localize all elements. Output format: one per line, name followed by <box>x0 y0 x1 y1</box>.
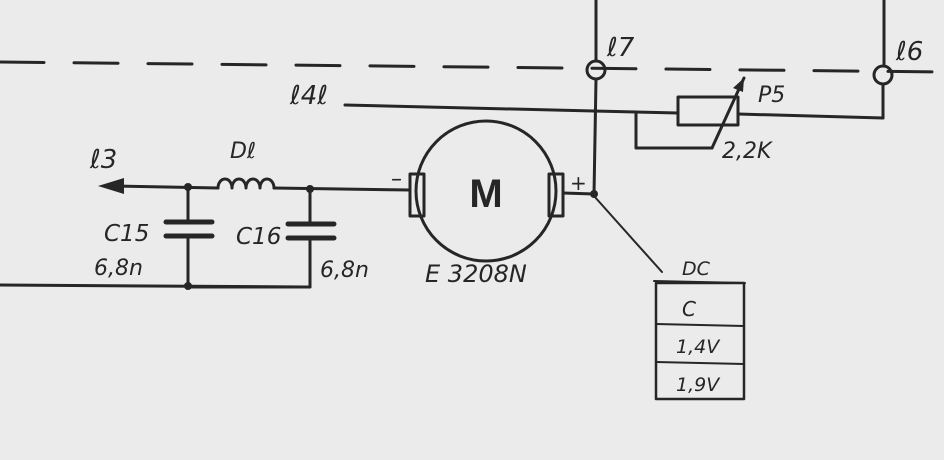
table-frame <box>654 281 746 401</box>
wire-l41 <box>343 103 596 113</box>
label-l3: ℓ3 <box>89 145 117 175</box>
table-row-divider-2 <box>655 361 745 365</box>
potentiometer-p5-body <box>676 95 740 127</box>
label-motor-minus: – <box>391 167 402 192</box>
table-row-divider-1 <box>655 323 745 327</box>
label-l6: ℓ6 <box>895 37 923 67</box>
terminal-l7 <box>585 59 607 81</box>
table-cell-2: 1,4V <box>676 336 721 358</box>
motor-brush-right <box>547 172 565 218</box>
label-c16-name: C16 <box>236 224 281 250</box>
wire-l3 <box>110 184 220 190</box>
motor-brush-left <box>408 172 426 218</box>
potentiometer-p5-arrowhead <box>733 78 744 92</box>
table-header: DC <box>682 258 711 280</box>
wire-choke-to-motor <box>272 186 412 192</box>
label-l41: ℓ4ℓ <box>289 81 328 111</box>
label-motor-plus: + <box>570 171 587 195</box>
wire-p5-bypass <box>634 110 714 150</box>
motor-body <box>414 119 558 263</box>
wire-l7-down <box>592 77 598 197</box>
table-leader-line <box>593 195 663 273</box>
table-cell-3: 1,9V <box>676 374 721 396</box>
label-p5-name: P5 <box>758 83 785 108</box>
dashed-boundary-line <box>0 60 944 74</box>
choke-dl <box>216 177 276 190</box>
terminal-l6 <box>872 64 894 86</box>
junction-motor-plus <box>590 190 598 198</box>
label-c16-value: 6,8n <box>320 258 369 283</box>
wire-p5-to-l6 <box>736 112 885 120</box>
wire-motor-plus <box>561 191 596 196</box>
label-c15-value: 6,8n <box>94 256 143 281</box>
label-motor-type: E 3208N <box>425 260 527 288</box>
l3-arrowhead <box>98 178 124 194</box>
label-c15-name: C15 <box>104 221 149 247</box>
voltage-table <box>653 280 746 401</box>
label-motor: M <box>469 172 502 216</box>
label-choke: Dℓ <box>230 139 256 164</box>
label-p5-value: 2,2K <box>722 139 773 164</box>
label-l7: ℓ7 <box>606 33 635 63</box>
table-cell-1: C <box>682 297 696 321</box>
